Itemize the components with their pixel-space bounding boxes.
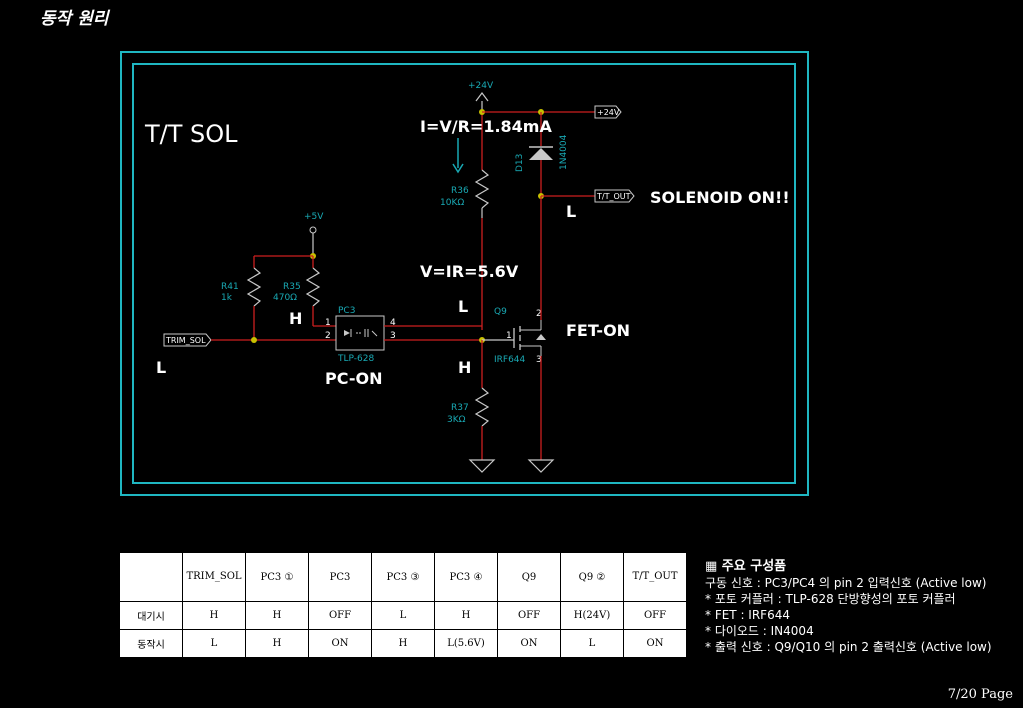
- supply-5v-label: +5V: [304, 212, 324, 222]
- q9-pin2: 2: [536, 309, 542, 319]
- signal-state-table: TRIM_SOL PC3 ① PC3 PC3 ③ PC3 ④ Q9 Q9 ② T…: [119, 552, 687, 658]
- notes-line: * 포토 커플러 : TLP-628 단방향성의 포토 커플러: [705, 592, 956, 606]
- r36-ref: R36: [451, 186, 469, 196]
- table-cell: L: [560, 629, 624, 658]
- table-cell: 대기시: [119, 601, 183, 630]
- optocoupler-pc3: [335, 315, 385, 351]
- table-header-cell: Q9 ②: [560, 552, 624, 602]
- table-header-row: TRIM_SOL PC3 ① PC3 PC3 ③ PC3 ④ Q9 Q9 ② T…: [119, 552, 687, 602]
- table-header-cell: PC3 ③: [371, 552, 435, 602]
- q9-value: IRF644: [494, 355, 526, 365]
- schematic-diagram: T/T SOL +24V +24V D13 1N4004 T/T_OUT SOL…: [120, 51, 809, 496]
- table-header-cell: PC3: [308, 552, 372, 602]
- page-title: 동작 원리: [40, 9, 109, 29]
- table-cell: L: [371, 601, 435, 630]
- ground-symbol: [527, 459, 555, 473]
- resistor-r41: [246, 267, 262, 307]
- pc-on-label: PC-ON: [325, 369, 382, 388]
- table-cell: H(24V): [560, 601, 624, 630]
- component-notes: ▦ 주요 구성품 구동 신호 : PC3/PC4 의 pin 2 입력신호 (A…: [705, 559, 992, 655]
- level-r36-node: L: [458, 297, 468, 316]
- diagram-heading: T/T SOL: [144, 120, 238, 148]
- table-header-cell: TRIM_SOL: [182, 552, 246, 602]
- pc3-pin1: 1: [325, 318, 331, 328]
- port-24v-right-label: +24V: [597, 108, 620, 117]
- notes-heading: ▦ 주요 구성품: [705, 559, 787, 574]
- port-trim-sol-label: TRIM_SOL: [165, 336, 206, 345]
- q9-pin1: 1: [506, 331, 512, 341]
- fet-on-label: FET-ON: [566, 321, 630, 340]
- table-row: 대기시 H H OFF L H OFF H(24V) OFF: [119, 601, 687, 630]
- port-tt-out: [594, 189, 635, 203]
- table-cell: H: [434, 601, 498, 630]
- resistor-r37: [474, 387, 490, 427]
- notes-line: * 출력 신호 : Q9/Q10 의 pin 2 출력신호 (Active lo…: [705, 640, 992, 654]
- table-cell: H: [245, 629, 309, 658]
- r37-value: 3KΩ: [447, 415, 466, 425]
- port-tt-out-label: T/T_OUT: [596, 192, 631, 201]
- resistor-r36: [474, 169, 490, 209]
- table-cell: H: [371, 629, 435, 658]
- table-cell: OFF: [623, 601, 687, 630]
- junction-dot: [251, 337, 257, 343]
- pc3-pin2: 2: [325, 331, 331, 341]
- table-header-cell: PC3 ④: [434, 552, 498, 602]
- level-gate-node: H: [458, 358, 471, 377]
- table-cell: 동작시: [119, 629, 183, 658]
- level-trim-left: L: [156, 358, 166, 377]
- page-number: 7/20 Page: [947, 687, 1013, 702]
- table-header-cell: Q9: [497, 552, 561, 602]
- r37-ref: R37: [451, 403, 469, 413]
- table-header-cell: [119, 552, 183, 602]
- port-24v-right: [594, 105, 622, 119]
- pc3-value: TLP-628: [337, 354, 374, 364]
- outer-frame: [120, 51, 809, 496]
- table-cell: OFF: [497, 601, 561, 630]
- table-cell: H: [182, 601, 246, 630]
- table-cell: L(5.6V): [434, 629, 498, 658]
- r36-value: 10KΩ: [440, 198, 464, 208]
- table-row: 동작시 L H ON H L(5.6V) ON L ON: [119, 629, 687, 658]
- port-trim-sol: [163, 333, 212, 347]
- pc3-pin3: 3: [390, 331, 396, 341]
- diode-d13-symbol: [529, 148, 553, 160]
- inner-frame: [132, 63, 796, 484]
- level-tout-node: L: [566, 202, 576, 221]
- fet-q9-symbol: [513, 320, 546, 356]
- r41-value: 1k: [221, 293, 233, 303]
- equation-current: I=V/R=1.84mA: [420, 117, 552, 136]
- table-cell: OFF: [308, 601, 372, 630]
- table-cell: ON: [623, 629, 687, 658]
- notes-line: 구동 신호 : PC3/PC4 의 pin 2 입력신호 (Active low…: [705, 576, 987, 590]
- pc3-ref: PC3: [338, 306, 355, 316]
- q9-pin3: 3: [536, 355, 542, 365]
- ground-symbol: [468, 459, 496, 473]
- r35-ref: R35: [283, 282, 301, 292]
- table-header-cell: T/T_OUT: [623, 552, 687, 602]
- solenoid-on-label: SOLENOID ON!!: [650, 188, 790, 207]
- table-cell: L: [182, 629, 246, 658]
- supply-24v-top-label: +24V: [468, 81, 494, 91]
- notes-line: * FET : IRF644: [705, 608, 790, 622]
- equation-voltage: V=IR=5.6V: [420, 262, 519, 281]
- supply-24v-top-symbol: [475, 92, 489, 102]
- resistor-r35: [305, 267, 321, 307]
- table-cell: ON: [497, 629, 561, 658]
- table-header-cell: PC3 ①: [245, 552, 309, 602]
- q9-ref: Q9: [494, 307, 507, 317]
- diode-d13-value: 1N4004: [559, 134, 569, 170]
- r41-ref: R41: [221, 282, 239, 292]
- pc3-pin4: 4: [390, 318, 396, 328]
- notes-line: * 다이오드 : IN4004: [705, 624, 814, 638]
- level-pc3-input: H: [289, 309, 302, 328]
- table-cell: ON: [308, 629, 372, 658]
- diode-d13-ref: D13: [515, 154, 525, 172]
- table-cell: H: [245, 601, 309, 630]
- r35-value: 470Ω: [273, 293, 297, 303]
